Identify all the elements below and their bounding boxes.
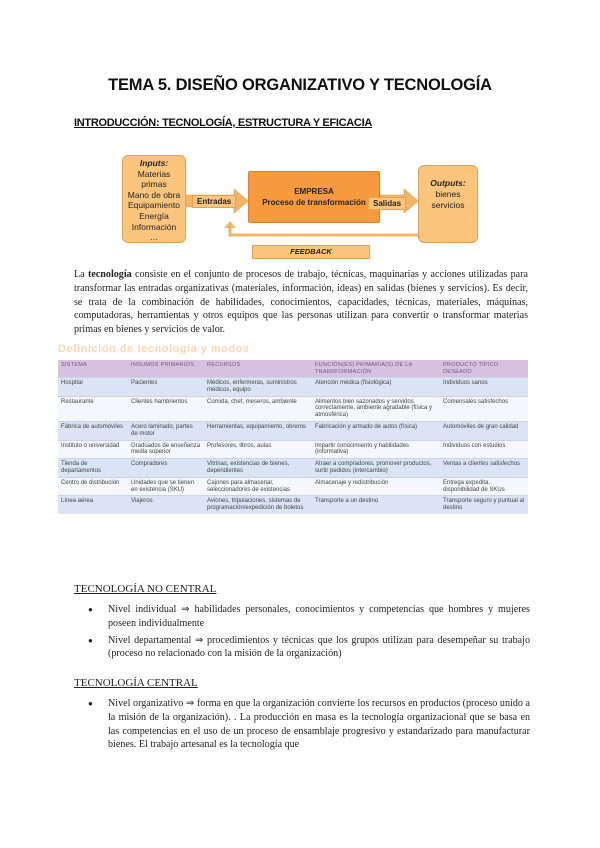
table-header-cell: FUNCIÓN(ES) PRIMARIA(S) DE LA TRANSFORMA… — [312, 360, 440, 378]
table-cell: Clientes hambrientos — [128, 395, 204, 422]
table-cell: Alimentos bien sazonados y servidos corr… — [312, 395, 440, 422]
table-cell: Atraer a compradores, promover productos… — [312, 458, 440, 478]
para-text-before: La — [74, 269, 88, 280]
table-cell: Acero laminado, partes de motor — [128, 420, 204, 441]
inputs-box: Inputs: Materias primas Mano de obra Equ… — [122, 155, 186, 243]
table-header-cell: INSUMOS PRIMARIOS — [128, 360, 204, 378]
table-cell: Atención médica (fisiológica) — [312, 377, 440, 397]
table-cell: Restaurante — [58, 395, 128, 422]
table-cell: Instituto o universidad — [58, 439, 128, 459]
table-header-cell: RECURSOS — [204, 360, 312, 378]
table-cell: Comida, chef, meseros, ambiente — [204, 395, 312, 422]
no-central-list: Nivel individual ⇒ habilidades personale… — [88, 603, 530, 664]
list-item: Nivel departamental ⇒ procedimientos y t… — [88, 634, 530, 662]
table-title: Definición de tecnología y modos — [58, 344, 250, 354]
table-header-row: SISTEMA INSUMOS PRIMARIOS RECURSOS FUNCI… — [58, 360, 528, 378]
inputs-item: Equipamiento — [128, 200, 180, 211]
table-cell: Entrega expedita, disponibilidad de SKUs — [440, 476, 528, 496]
table-cell: Pacientes — [128, 377, 204, 397]
inputs-item: Información — [131, 221, 177, 232]
outputs-item: servicios — [431, 200, 465, 210]
inputs-item: … — [149, 232, 159, 243]
table-cell: Vitrinas, existencias de bienes, dependi… — [204, 458, 312, 478]
empresa-box: EMPRESA Proceso de transformación — [248, 171, 380, 223]
transformation-diagram: Inputs: Materias primas Mano de obra Equ… — [122, 155, 478, 265]
table-cell: Transporte a un destino — [312, 495, 440, 514]
technology-table: SISTEMA INSUMOS PRIMARIOS RECURSOS FUNCI… — [58, 360, 528, 514]
empresa-title: EMPRESA — [294, 187, 334, 196]
table-cell: Almacenaje y redistribución — [312, 476, 440, 496]
table-cell: Hospital — [58, 377, 128, 397]
para-bold-term: tecnología — [87, 269, 132, 280]
table-cell: Individuos con estudios — [440, 439, 528, 459]
entradas-label: Entradas — [192, 195, 237, 208]
table-cell: Médicos, enfermeras, suministros médicos… — [204, 377, 312, 397]
central-list: Nivel organizativo ⇒ forma en que la org… — [88, 697, 530, 755]
section-head-no-central: TECNOLOGÍA NO CENTRAL — [74, 583, 217, 595]
table-cell: Individuos sanos — [440, 377, 528, 397]
table-cell: Tienda de departamentos — [58, 458, 128, 478]
table-cell: Unidades que se tienen en existencia (SK… — [128, 476, 204, 496]
section-subtitle: INTRODUCCIÓN: TECNOLOGÍA, ESTRUCTURA Y E… — [74, 117, 372, 129]
table-cell: Centro de distribución — [58, 476, 128, 496]
feedback-line — [228, 227, 450, 243]
empresa-subtitle: Proceso de transformación — [262, 198, 366, 207]
table-cell: Aviones, tripulaciones, sistemas de prog… — [204, 495, 312, 514]
inputs-item: primas — [141, 179, 167, 190]
table-cell: Profesores, libros, aulas — [204, 439, 312, 459]
table-cell: Graduados de enseñanza media superior — [128, 439, 204, 459]
table-cell: Línea aérea — [58, 495, 128, 514]
table-cell: Herramientas, equipamiento, obreros — [204, 420, 312, 441]
table-cell: Automóviles de gran calidad — [440, 420, 528, 441]
section-head-central: TECNOLOGÍA CENTRAL — [74, 677, 198, 689]
table-cell: Viajeros — [128, 495, 204, 514]
salidas-label: Salidas — [368, 197, 407, 210]
feedback-label: FEEDBACK — [252, 245, 370, 259]
feedback-arrowhead — [224, 221, 236, 228]
table-header-cell: SISTEMA — [58, 360, 128, 378]
table-cell: Impartir conocimiento y habilidades (inf… — [312, 439, 440, 459]
technology-paragraph: La tecnología consiste en el conjunto de… — [74, 268, 528, 337]
table-header-cell: PRODUCTO TÍPICO DESEADO — [440, 360, 528, 378]
list-item: Nivel organizativo ⇒ forma en que la org… — [88, 697, 530, 752]
technology-table-image: SISTEMA INSUMOS PRIMARIOS RECURSOS FUNCI… — [58, 350, 528, 540]
inputs-item: Materias — [137, 168, 171, 179]
outputs-box: Outputs: bienes servicios — [418, 165, 478, 243]
list-item: Nivel individual ⇒ habilidades personale… — [88, 603, 530, 631]
inputs-item: Mano de obra — [127, 189, 181, 200]
table-cell: Ventas a clientes satisfechos — [440, 458, 528, 478]
table-cell: Fábrica de automóviles — [58, 420, 128, 441]
table-cell: Transporte seguro y puntual al destino — [440, 495, 528, 514]
table-cell: Comensales satisfechos — [440, 395, 528, 422]
outputs-head: Outputs: — [430, 178, 466, 188]
inputs-item: Energía — [139, 210, 169, 221]
table-cell: Fabricación y armado de autos (física) — [312, 420, 440, 441]
para-text-after: consiste en el conjunto de procesos de t… — [74, 269, 528, 336]
page-title: TEMA 5. DISEÑO ORGANIZATIVO Y TECNOLOGÍA — [108, 76, 492, 94]
inputs-head: Inputs: — [139, 158, 169, 168]
table-cell: Compradores — [128, 458, 204, 478]
table-cell: Cajones para almacenar, seleccionadores … — [204, 476, 312, 496]
outputs-item: bienes — [435, 189, 461, 199]
